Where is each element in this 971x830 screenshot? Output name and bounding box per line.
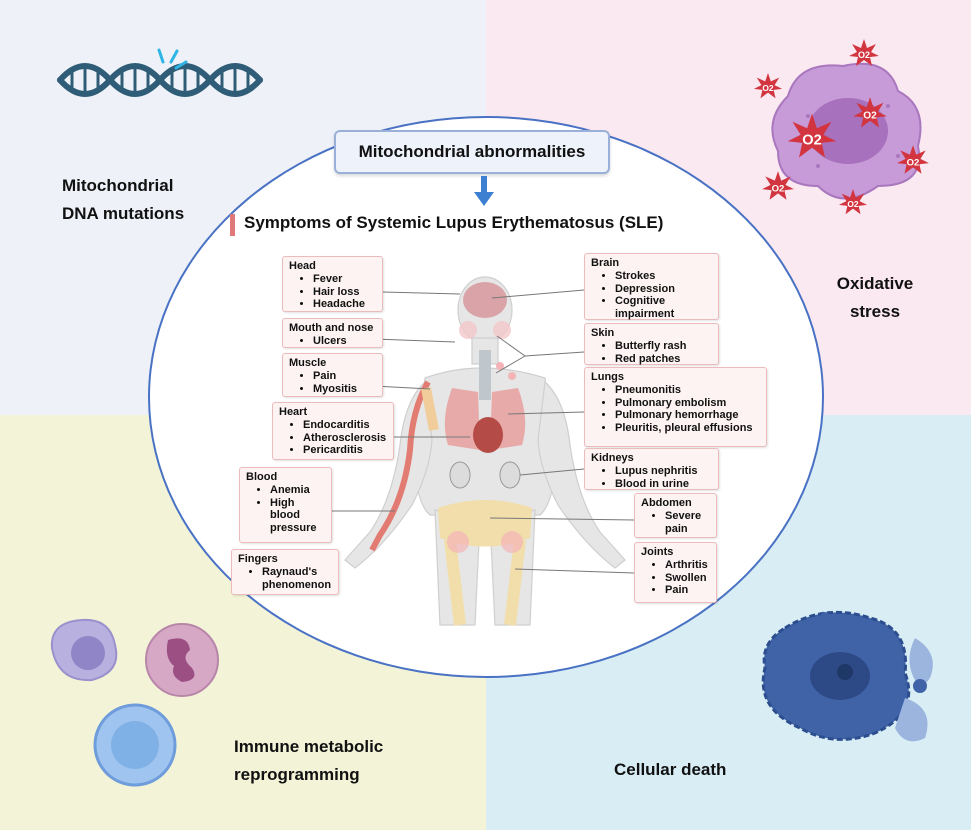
symptom-item: Severe pain [665,510,710,536]
label-mitochondrial-dna-mutations: Mitochondrial DNA mutations [62,176,185,223]
symptom-item: Pulmonary hemorrhage [615,409,760,422]
symptom-item: Pain [665,584,710,597]
symptom-box-skin: Skin Butterfly rash Red patches [584,323,719,365]
symptom-box-title: Fingers [238,553,278,565]
symptom-item: Myositis [313,383,376,396]
svg-text:O2: O2 [847,199,859,209]
symptom-item: Endocarditis [303,419,387,432]
symptom-item: Depression [615,283,712,296]
symptom-item: Arthritis [665,559,710,572]
symptom-box-joints: Joints Arthritis Swollen Pain [634,542,717,603]
label-cellular-death: Cellular death [614,760,727,779]
symptom-item: Strokes [615,270,712,283]
o2-star-icon: O2 [849,39,879,66]
o2-star-icon: O2 [787,113,837,158]
o2-star-icon: O2 [897,145,929,174]
svg-text:O2: O2 [802,133,822,149]
o2-star-icon: O2 [753,72,783,99]
symptom-box-head: Head Fever Hair loss Headache [282,256,383,312]
sle-title: Symptoms of Systemic Lupus Erythematosus… [244,213,664,232]
symptom-box-title: Brain [591,257,620,269]
symptom-box-brain: Brain Strokes Depression Cognitive impai… [584,253,719,320]
symptom-box-title: Lungs [591,371,624,383]
svg-text:O2: O2 [762,83,774,93]
symptom-item: Headache [313,298,376,311]
symptom-item: Cognitive impairment [615,295,712,321]
symptom-box-title: Muscle [289,357,327,369]
symptom-item: Anemia [270,484,325,497]
symptom-item: Raynaud's phenomenon [262,566,332,592]
svg-text:O2: O2 [907,157,920,168]
symptom-item: Lupus nephritis [615,465,712,478]
svg-text:O2: O2 [772,183,785,194]
symptom-box-title: Joints [641,546,674,558]
symptom-item: High blood pressure [270,497,325,535]
symptom-box-fingers: Fingers Raynaud's phenomenon [231,549,339,595]
label-immune-metabolic-reprogramming: Immune metabolic reprogramming [234,737,384,784]
symptom-item: Red patches [615,353,712,366]
symptom-box-title: Head [289,260,316,272]
symptom-item: Pain [313,370,376,383]
label-oxidative-stress: Oxidative stress [836,274,914,321]
accent-bar [230,214,235,236]
mitochondrial-abnormalities-box: Mitochondrial abnormalities [334,130,610,174]
symptom-box-mouth-and-nose: Mouth and nose Ulcers [282,318,383,348]
symptom-box-title: Heart [279,406,308,418]
symptom-box-kidneys: Kidneys Lupus nephritis Blood in urine [584,448,719,490]
immune-cells-icon [50,618,219,787]
symptom-item: Atherosclerosis [303,432,387,445]
symptom-box-title: Mouth and nose [289,322,374,334]
dna-helix-icon [57,48,263,97]
human-body-illustration [344,276,626,626]
symptom-item: Pneumonitis [615,384,760,397]
symptom-item: Ulcers [313,335,376,348]
svg-text:O2: O2 [863,111,877,122]
o2-star-icon: O2 [853,97,887,128]
symptom-item: Blood in urine [615,478,712,491]
symptom-item: Swollen [665,572,710,585]
symptom-box-title: Abdomen [641,497,692,509]
svg-text:O2: O2 [858,50,870,60]
symptom-item: Hair loss [313,286,376,299]
symptom-item: Pulmonary embolism [615,397,760,410]
o2-star-icon: O2 [762,171,794,200]
symptom-item: Pericarditis [303,444,387,457]
symptom-item: Fever [313,273,376,286]
symptom-box-lungs: Lungs Pneumonitis Pulmonary embolism Pul… [584,367,767,447]
symptom-box-blood: Blood Anemia High blood pressure [239,467,332,543]
symptom-box-title: Blood [246,471,278,483]
symptom-item: Butterfly rash [615,340,712,353]
symptom-box-title: Skin [591,327,615,339]
symptom-item: Pleuritis, pleural effusions [615,422,760,435]
symptom-box-heart: Heart Endocarditis Atherosclerosis Peric… [272,402,394,460]
symptom-box-muscle: Muscle Pain Myositis [282,353,383,397]
down-arrow-icon [474,176,494,206]
dying-cell-icon [761,610,933,742]
symptom-box-title: Kidneys [591,452,634,464]
o2-star-icon: O2 [838,188,868,215]
symptom-box-abdomen: Abdomen Severe pain [634,493,717,538]
